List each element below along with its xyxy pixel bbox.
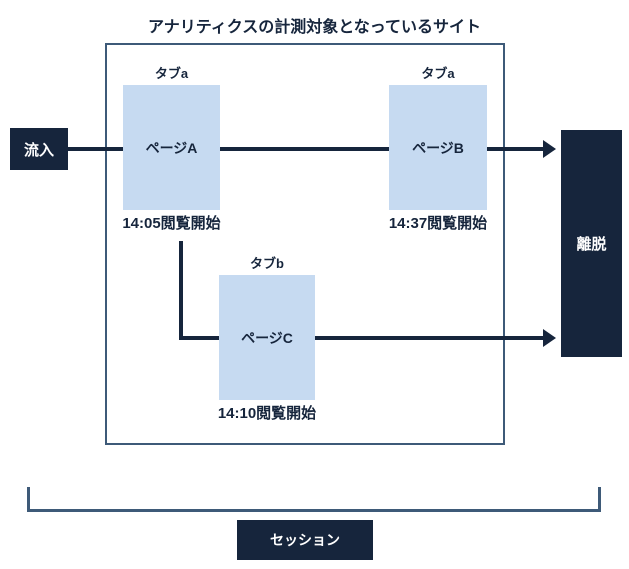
page-c-box: ページC <box>219 275 315 400</box>
page-a-box: ページA <box>123 85 220 210</box>
arrowhead-page-b-to-exit <box>543 140 556 158</box>
session-span-bracket <box>27 487 601 512</box>
view-start-time-page-a: 14:05閲覧開始 <box>122 215 221 232</box>
tab-label-page-b: タブa <box>421 66 455 81</box>
connector-inflow-to-page-a <box>68 147 123 151</box>
session-box: セッション <box>237 520 373 560</box>
branch-line-horizontal-to-page-c <box>179 336 219 340</box>
measured-site-frame <box>105 43 505 445</box>
view-start-time-page-c: 14:10閲覧開始 <box>217 405 317 422</box>
tab-label-page-a: タブa <box>154 66 189 81</box>
exit-box: 離脱 <box>561 130 622 357</box>
connector-page-c-to-exit <box>315 336 543 340</box>
branch-line-vertical-from-page-a <box>179 241 183 340</box>
inflow-box: 流入 <box>10 128 68 170</box>
diagram-title: アナリティクスの計測対象となっているサイト <box>148 19 481 36</box>
view-start-time-page-b: 14:37閲覧開始 <box>388 215 488 232</box>
tab-label-page-c: タブb <box>250 256 284 271</box>
connector-page-a-to-page-b <box>220 147 389 151</box>
arrowhead-page-c-to-exit <box>543 329 556 347</box>
page-b-box: ページB <box>389 85 487 210</box>
connector-page-b-to-exit <box>487 147 543 151</box>
